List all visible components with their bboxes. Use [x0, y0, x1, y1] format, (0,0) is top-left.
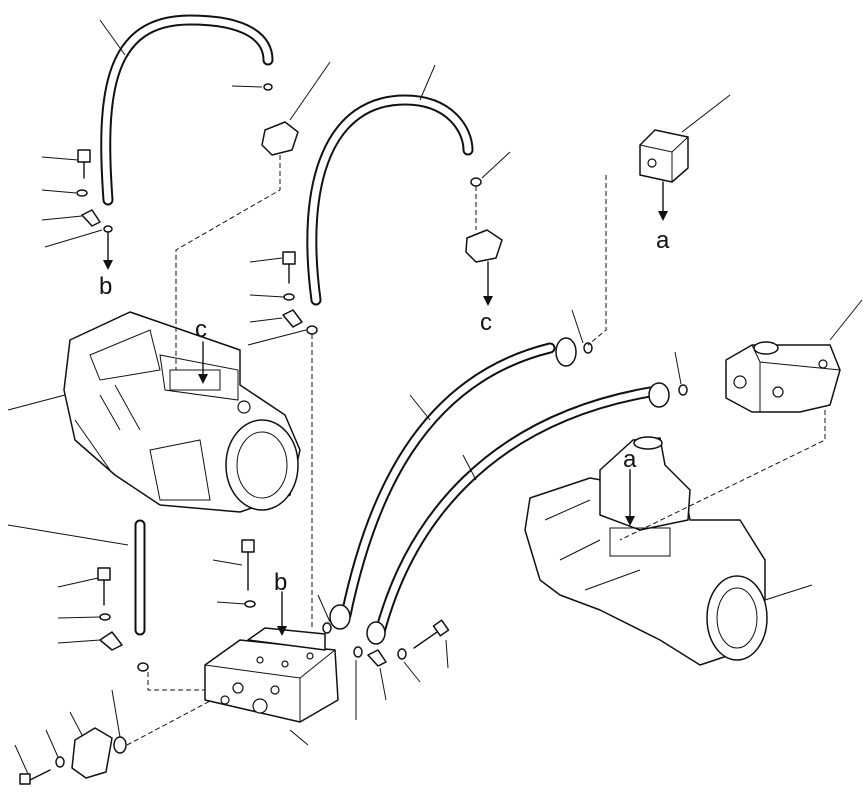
right-pump: [524, 436, 768, 666]
label-a-top: a: [656, 227, 670, 254]
fasteners: [19, 83, 688, 785]
flanges: [71, 121, 670, 779]
reference-arrows: [103, 181, 668, 636]
valve-block-large: [725, 341, 841, 413]
connection-lines: [126, 155, 826, 746]
reference-labels: b c a c b a: [99, 227, 670, 596]
left-pump: [63, 311, 301, 513]
label-c-hose: c: [480, 309, 492, 336]
hoses: [100, 14, 656, 638]
label-b-upper: b: [99, 273, 112, 300]
manifold-block: [204, 627, 339, 723]
valve-block-small: [639, 129, 689, 183]
leader-lines: [7, 19, 863, 775]
label-b-lower: b: [274, 569, 287, 596]
label-a-pump: a: [623, 446, 637, 473]
label-c-pump: c: [195, 316, 207, 343]
